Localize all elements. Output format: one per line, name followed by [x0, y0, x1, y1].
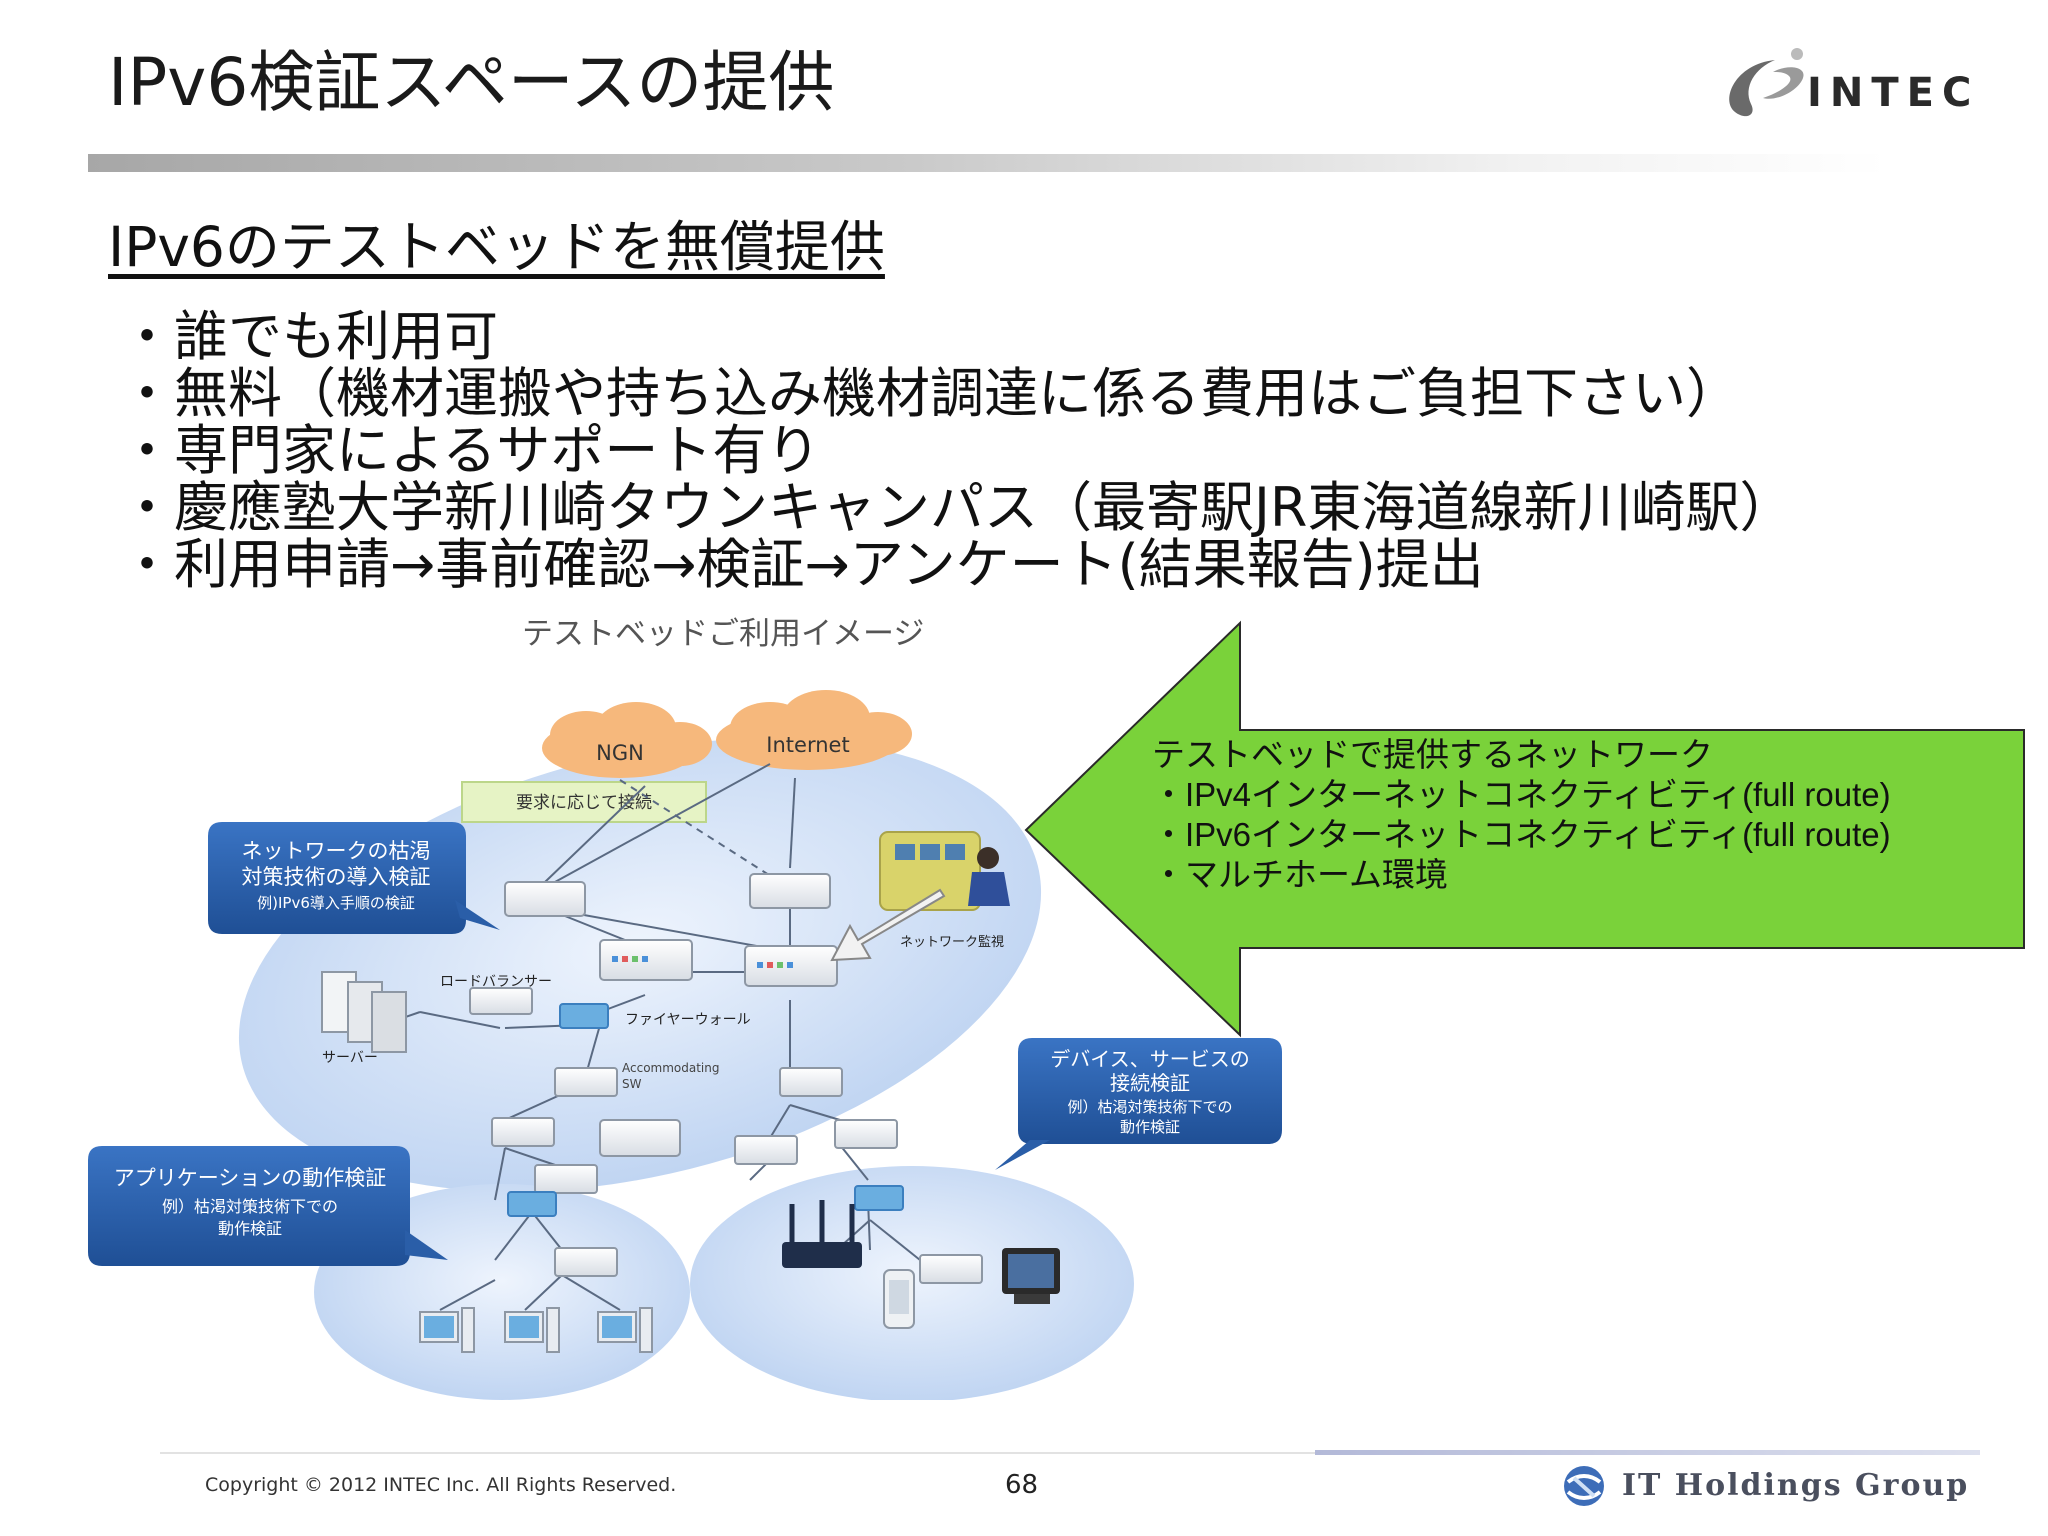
ngn-label: NGN	[596, 741, 644, 765]
firewall-label: ファイヤーウォール	[625, 1012, 751, 1028]
accommodating-label-sw: SW	[622, 1077, 642, 1091]
monitor-arrow-icon	[830, 888, 946, 962]
bullet-list: ・誰でも利用可 ・無料（機材運搬や持ち込み機材調達に係る費用はご負担下さい） ・…	[120, 308, 2020, 593]
switch-device	[554, 1247, 618, 1277]
load-balancer-label: ロードバランサー	[440, 974, 552, 990]
firewall-device	[559, 1003, 609, 1029]
network-links	[361, 763, 921, 1311]
internet-label: Internet	[766, 733, 849, 757]
accommodating-switch-device	[507, 1191, 557, 1217]
provided-network-item: ・IPv4インターネットコネクティビティ(full route)	[1152, 776, 1891, 813]
switch-device	[554, 1067, 618, 1097]
network-callout: ネットワークの枯渇 対策技術の導入検証 例)IPv6導入手順の検証	[208, 822, 500, 934]
port-lights	[612, 956, 793, 968]
provided-network-item: ・マルチホーム環境	[1152, 856, 1449, 893]
slide-title: IPv6検証スペースの提供	[108, 44, 835, 121]
switch-device	[919, 1254, 983, 1284]
switch-devices	[469, 873, 983, 1284]
smartphone-icon	[883, 1269, 915, 1329]
intec-logo: INTEC	[1715, 42, 2005, 128]
monitoring-label: ネットワーク監視	[900, 934, 1004, 950]
diagram-caption: テストベッドご利用イメージ	[522, 616, 924, 652]
device-callout-line4: 動作検証	[1120, 1118, 1180, 1136]
footer-accent-divider	[1315, 1450, 1980, 1455]
switch-device	[834, 1119, 898, 1149]
switch-device	[734, 1135, 798, 1165]
application-callout-line3: 動作検証	[218, 1219, 282, 1238]
accommodating-switch-device	[854, 1185, 904, 1211]
it-holdings-group-text: IT Holdings Group	[1622, 1468, 1970, 1503]
globe-icon	[1564, 1466, 1604, 1506]
bullet-item: ・利用申請→事前確認→検証→アンケート(結果報告)提出	[120, 533, 1484, 596]
load-balancer-device	[469, 987, 533, 1015]
bullet-item: ・誰でも利用可	[120, 305, 498, 368]
intec-logo-mark-icon	[1729, 48, 1804, 117]
device-callout-line2: 接続検証	[1110, 1071, 1190, 1095]
provided-network-heading: テストベッドで提供するネットワーク	[1152, 736, 1713, 773]
footer-divider	[160, 1452, 1320, 1454]
accommodating-label: Accommodating	[622, 1061, 720, 1075]
network-callout-line2: 対策技術の導入検証	[242, 865, 431, 889]
application-callout: アプリケーションの動作検証 例）枯渇対策技術下での 動作検証	[88, 1146, 448, 1266]
television-icon	[1002, 1248, 1060, 1304]
switch-device	[534, 1164, 598, 1194]
switch-device	[599, 1119, 681, 1157]
connect-note-box	[461, 781, 707, 823]
bullet-item: ・専門家によるサポート有り	[120, 419, 821, 482]
wireless-router-icon	[782, 1200, 862, 1268]
bullet-item: ・慶應塾大学新川崎タウンキャンパス（最寄駅JR東海道線新川崎駅）	[120, 476, 1794, 539]
green-arrow-shape	[1024, 620, 2025, 1038]
pc-screens	[424, 1316, 632, 1338]
provided-network-item: ・IPv6インターネットコネクティビティ(full route)	[1152, 816, 1891, 853]
it-holdings-logo: IT Holdings Group	[1560, 1462, 2000, 1512]
network-callout-line1: ネットワークの枯渇	[242, 839, 431, 863]
network-callout-line3: 例)IPv6導入手順の検証	[257, 894, 415, 912]
slide-subtitle: IPv6のテストベッドを無償提供	[108, 215, 885, 279]
title-divider	[88, 154, 1888, 172]
copyright-text: Copyright © 2012 INTEC Inc. All Rights R…	[205, 1474, 677, 1496]
network-diagram: テストベッドご利用イメージ NGN Internet 要求に応じて接続	[88, 616, 1282, 1400]
page-number: 68	[1005, 1470, 1039, 1500]
device-callout-line1: デバイス、サービスの	[1050, 1047, 1249, 1071]
provided-network-list: テストベッドで提供するネットワーク ・IPv4インターネットコネクティビティ(f…	[1152, 735, 1891, 895]
switch-device	[504, 881, 586, 917]
ngn-cloud: NGN	[542, 702, 712, 778]
application-callout-line2: 例）枯渇対策技術下での	[162, 1197, 338, 1216]
intec-logo-text: INTEC	[1807, 70, 1980, 116]
monitoring-station-icon	[879, 831, 1010, 911]
switch-device	[491, 1117, 555, 1147]
device-callout-line3: 例）枯渇対策技術下での	[1067, 1098, 1232, 1116]
application-callout-line1: アプリケーションの動作検証	[114, 1166, 387, 1190]
internet-cloud: Internet	[716, 690, 912, 770]
bullet-item: ・無料（機材運搬や持ち込み機材調達に係る費用はご負担下さい）	[120, 362, 1740, 425]
switch-device	[779, 1067, 843, 1097]
connect-note-label: 要求に応じて接続	[516, 793, 652, 813]
server-label: サーバー	[322, 1050, 378, 1066]
switch-device	[749, 873, 831, 909]
server-icon	[321, 971, 407, 1053]
device-callout: デバイス、サービスの 接続検証 例）枯渇対策技術下での 動作検証	[995, 1038, 1282, 1170]
